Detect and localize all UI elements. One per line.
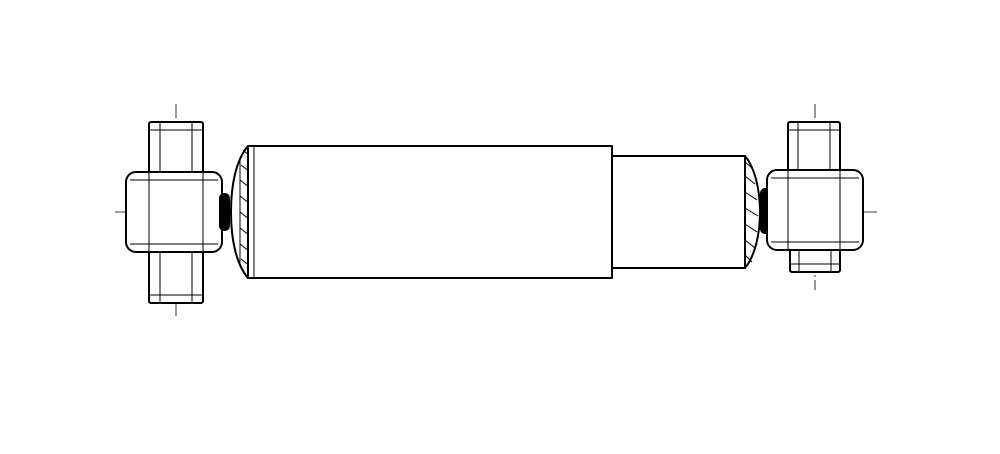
left-rubber-seal [219,193,230,231]
left-mounting-eye [125,121,230,304]
dust-tube-cap-hatching [744,161,759,263]
left-eye-body [125,171,223,253]
dust-tube-end-cap [744,155,761,269]
right-mounting-eye [766,121,864,273]
dust-tube [611,155,771,269]
right-eye-body [766,169,864,251]
cylinder-body [247,145,613,279]
main-cylinder [230,145,613,279]
dust-tube-body [611,155,746,269]
